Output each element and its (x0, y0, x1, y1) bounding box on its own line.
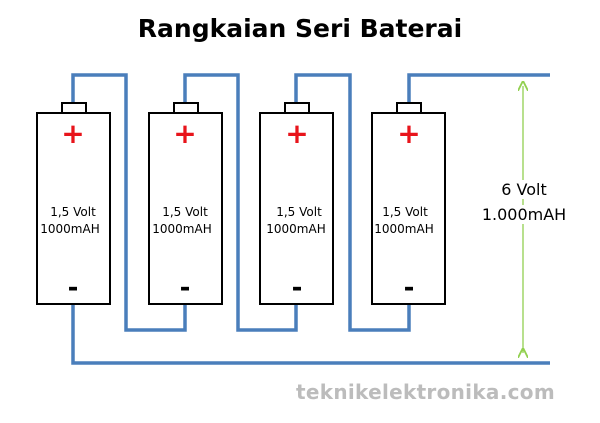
diagram-title: Rangkaian Seri Baterai (137, 14, 463, 43)
wire-b2-top-to-b3-bottom (183, 73, 298, 332)
battery-4-plus: + (397, 117, 420, 150)
wires (71, 73, 550, 365)
wire-b3-top-to-b4-bottom (294, 73, 411, 332)
battery-terminal (173, 102, 199, 114)
total-capacity-label: 1.000mAH (474, 205, 574, 224)
battery-body (148, 112, 223, 305)
battery-body (371, 112, 446, 305)
battery-4-capacity: 1000mAH (374, 222, 433, 236)
battery-2-minus: - (180, 273, 191, 303)
battery-1-capacity: 1000mAH (40, 222, 99, 236)
battery-1-voltage: 1,5 Volt (50, 205, 96, 219)
battery-body (259, 112, 334, 305)
wire-b1-top-to-b2-bottom (71, 73, 187, 332)
battery-2-voltage: 1,5 Volt (162, 205, 208, 219)
battery-terminal (61, 102, 87, 114)
battery-1-minus: - (68, 273, 79, 303)
battery-2 (148, 102, 223, 305)
battery-4 (371, 102, 446, 305)
battery-1 (36, 102, 111, 305)
battery-3 (259, 102, 334, 305)
battery-2-plus: + (173, 117, 196, 150)
battery-4-minus: - (404, 273, 415, 303)
battery-3-minus: - (292, 273, 303, 303)
battery-3-voltage: 1,5 Volt (276, 205, 322, 219)
wire-b4-top-to-output (407, 73, 550, 104)
battery-1-plus: + (61, 117, 84, 150)
battery-2-capacity: 1000mAH (152, 222, 211, 236)
battery-3-plus: + (285, 117, 308, 150)
battery-terminal (396, 102, 422, 114)
total-voltage-label: 6 Volt (474, 180, 574, 199)
battery-terminal (284, 102, 310, 114)
watermark: teknikelektronika.com (296, 380, 555, 404)
wire-b1-bottom-to-output (71, 303, 550, 365)
battery-4-voltage: 1,5 Volt (382, 205, 428, 219)
battery-body (36, 112, 111, 305)
battery-3-capacity: 1000mAH (266, 222, 325, 236)
